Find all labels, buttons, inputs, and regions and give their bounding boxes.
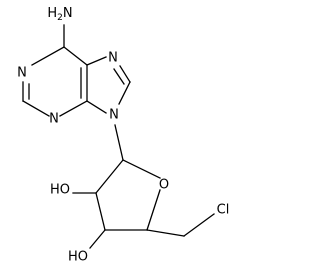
bond-o4p-c4p xyxy=(146,189,161,231)
hydroxyl-3-label: HO xyxy=(68,250,88,265)
bond-c3p-oh xyxy=(89,229,106,249)
bond-n9-c1p xyxy=(114,124,124,161)
bond-c2-n3 xyxy=(22,100,50,117)
chlorine-label: Cl xyxy=(217,203,230,218)
molecule-drawing: H2N N N N N O HO HO Cl xyxy=(17,6,230,265)
bond-c5-c6 xyxy=(63,46,88,66)
amine-n: N xyxy=(63,6,73,21)
chemical-structure-diagram: H2N N N N N O HO HO Cl xyxy=(17,5,230,265)
bond-n7-c8-inner xyxy=(113,68,125,85)
bond-c3p-c2p xyxy=(95,192,106,231)
bond-c5-n7 xyxy=(86,56,107,66)
n1-label: N xyxy=(17,66,27,81)
bond-c5p-cl xyxy=(183,213,215,237)
bond-n3-c4 xyxy=(59,100,88,117)
bond-n7-c8 xyxy=(119,65,131,83)
bond-n9-c4 xyxy=(86,100,107,114)
amine-label: H2N xyxy=(47,6,72,23)
bond-c8-n9 xyxy=(118,81,131,105)
bond-c1p-o4p xyxy=(122,159,161,179)
amine-h: H xyxy=(47,6,57,21)
n9-label: N xyxy=(109,108,119,123)
n3-label: N xyxy=(49,112,59,127)
hydroxyl-2-label: HO xyxy=(50,183,70,198)
bond-c6-n1 xyxy=(31,46,65,66)
bond-c2p-c1p xyxy=(95,159,124,194)
n7-label: N xyxy=(108,51,118,66)
bond-c4p-c5p xyxy=(146,229,185,237)
ring-oxygen-label: O xyxy=(159,178,169,193)
amine-sub: 2 xyxy=(57,13,63,23)
